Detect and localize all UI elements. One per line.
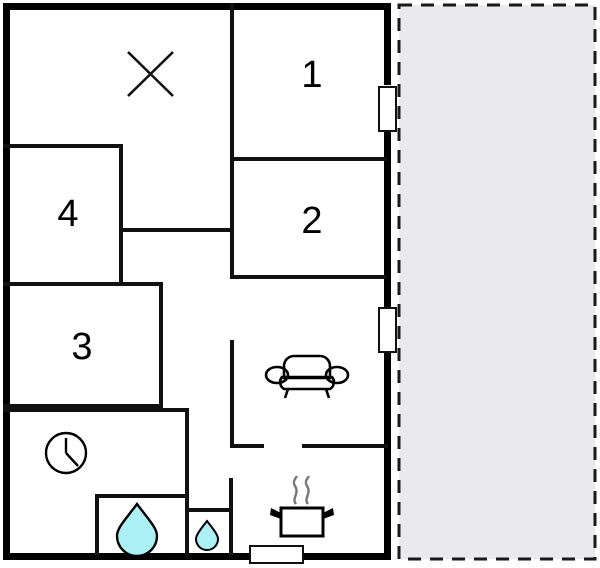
pot-steam-left [292, 475, 299, 505]
sofa-leg-right [324, 388, 331, 399]
water-drop-icon-large [115, 502, 159, 558]
room-label-1: 1 [301, 54, 322, 96]
entrance-door-bottom[interactable] [249, 545, 304, 564]
sofa-arm-right [324, 365, 350, 385]
wall-shower-left [95, 494, 99, 556]
water-drop-small-shape [194, 519, 220, 551]
sofa-seat [278, 375, 336, 391]
wall-exterior-right-c [384, 352, 391, 560]
wall-living-left [230, 340, 234, 448]
wall-room2-bottom [230, 275, 387, 279]
sofa-leg-left [283, 388, 290, 399]
wall-exterior-bottom [3, 553, 391, 560]
wall-bathroom-top [3, 408, 189, 412]
window-lower-right[interactable] [378, 307, 397, 353]
wall-room3-bottom [3, 404, 163, 408]
clock-icon [44, 431, 88, 475]
terrace-area [397, 3, 597, 561]
sofa-arm-left [264, 365, 290, 385]
wall-shower-top [95, 494, 189, 498]
water-drop-large-shape [115, 502, 159, 558]
cooking-pot-icon [270, 475, 334, 538]
clock-hand-minute [65, 452, 79, 467]
wall-exterior-left [3, 3, 10, 560]
pot-body [279, 506, 325, 538]
x-cross-icon [127, 51, 174, 97]
clock-face [44, 431, 88, 475]
wall-room4-top [3, 144, 123, 148]
wall-bathroom-right [185, 408, 189, 496]
pot-handle-left [270, 508, 281, 519]
wall-wc-left [185, 496, 189, 558]
wall-exterior-right-b [384, 130, 391, 307]
wall-living-bottom-right [302, 444, 388, 448]
wall-wc-top [189, 508, 233, 512]
room-labels: 1 2 3 4 [57, 54, 322, 368]
room-label-2: 2 [301, 200, 322, 242]
room-label-3: 3 [71, 326, 92, 368]
pot-handle-right [323, 508, 334, 519]
x-cross-stroke-b [127, 51, 174, 97]
wall-between-room1-room2 [230, 157, 387, 161]
wall-living-bottom-left [230, 444, 264, 448]
openings [249, 86, 397, 564]
room-label-4: 4 [57, 193, 78, 235]
water-drop-icon-small [194, 519, 220, 551]
wall-room3-top [3, 282, 163, 286]
outer-walls [3, 3, 391, 560]
window-upper-right[interactable] [378, 86, 397, 132]
wall-room3-right [159, 282, 163, 408]
sofa-icon [264, 354, 350, 399]
wall-exterior-top [3, 3, 391, 10]
wall-room4-right [119, 144, 123, 284]
pot-steam-right [304, 475, 311, 505]
wall-vertical-kitchen-left [229, 478, 233, 556]
wall-exterior-right-a [384, 3, 391, 85]
terrace-dashed-outline [397, 3, 597, 561]
wall-vertical-center-upper [230, 3, 234, 279]
wall-corridor-upper [119, 228, 232, 232]
sofa-backrest [282, 354, 332, 380]
interior-walls [3, 3, 388, 558]
